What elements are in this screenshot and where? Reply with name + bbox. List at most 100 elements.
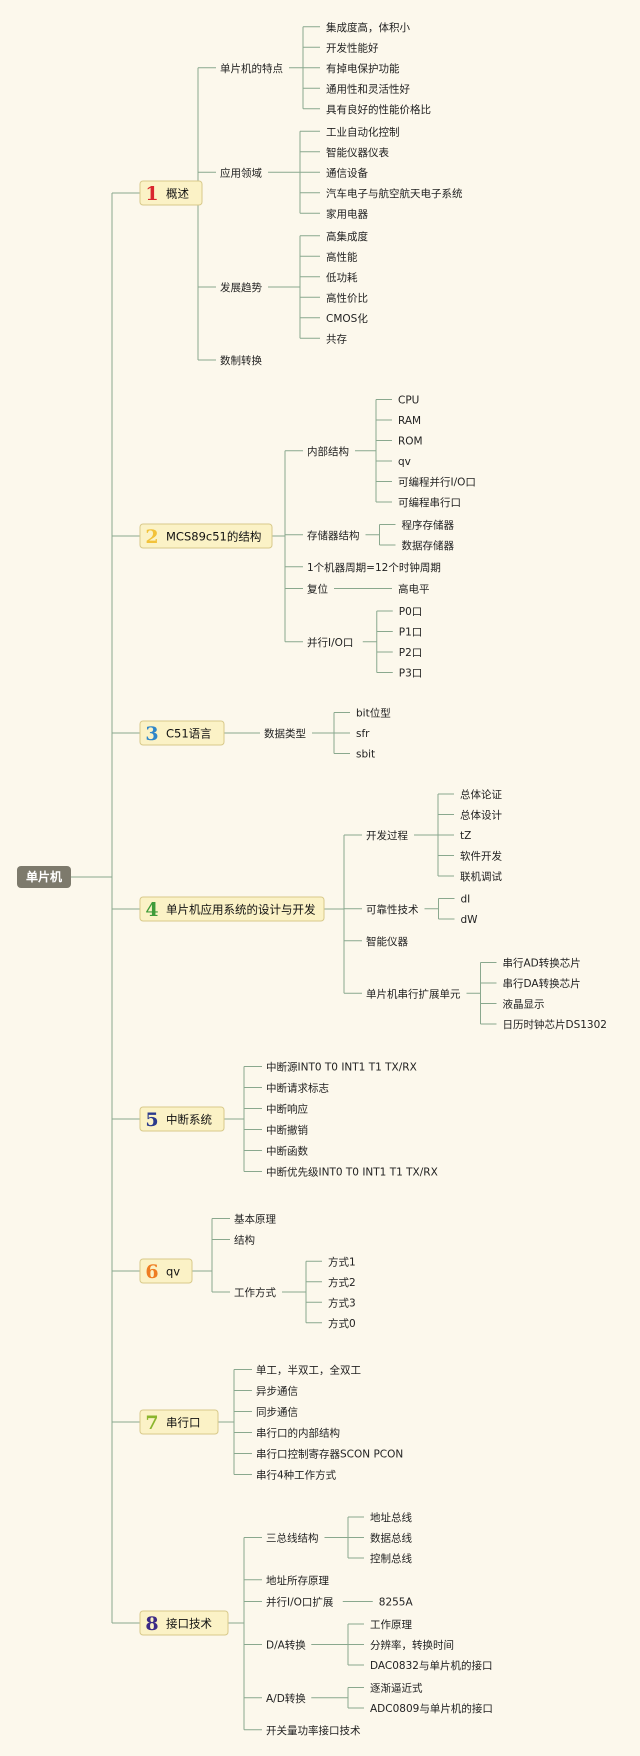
topic-node[interactable]: 发展趋势 xyxy=(220,281,262,294)
leaf-node[interactable]: 日历时钟芯片DS1302 xyxy=(503,1018,607,1031)
topic-node[interactable]: 中断源INT0 T0 INT1 T1 TX/RX xyxy=(266,1061,417,1074)
leaf-node[interactable]: qv xyxy=(398,456,411,468)
leaf-node[interactable]: 联机调试 xyxy=(460,870,502,883)
leaf-node[interactable]: 汽车电子与航空航天电子系统 xyxy=(326,187,463,200)
topic-node[interactable]: 并行I/O口 xyxy=(307,636,353,649)
topic-node[interactable]: 串行口的内部结构 xyxy=(256,1427,340,1440)
leaf-node[interactable]: 液晶显示 xyxy=(503,998,545,1011)
topic-node[interactable]: 结构 xyxy=(234,1234,255,1247)
leaf-node[interactable]: 高性价比 xyxy=(326,291,368,304)
leaf-node[interactable]: 可编程串行口 xyxy=(398,496,461,509)
leaf-node[interactable]: 低功耗 xyxy=(326,271,358,284)
leaf-node[interactable]: 集成度高，体积小 xyxy=(326,21,410,34)
leaf-node[interactable]: sfr xyxy=(356,728,370,740)
leaf-node[interactable]: 8255A xyxy=(379,1597,414,1609)
leaf-node[interactable]: 串行DA转换芯片 xyxy=(503,977,581,990)
topic-node[interactable]: 智能仪器 xyxy=(366,935,408,948)
leaf-node[interactable]: 软件开发 xyxy=(460,850,502,863)
topic-node[interactable]: 可靠性技术 xyxy=(366,903,419,916)
root-node[interactable]: 单片机 xyxy=(17,866,71,888)
topic-node[interactable]: 并行I/O口扩展 xyxy=(266,1596,334,1609)
leaf-node[interactable]: tZ xyxy=(460,830,471,842)
branch-node-7[interactable] xyxy=(139,1409,219,1435)
leaf-node[interactable]: dW xyxy=(461,914,479,926)
leaf-node[interactable]: 地址总线 xyxy=(370,1511,412,1524)
topic-node[interactable]: 应用领域 xyxy=(220,166,262,179)
topic-node[interactable]: 三总线结构 xyxy=(266,1532,319,1545)
leaf-node[interactable]: 高集成度 xyxy=(326,230,368,243)
topic-node[interactable]: 地址所存原理 xyxy=(266,1574,329,1587)
leaf-node[interactable]: 工业自动化控制 xyxy=(326,125,400,138)
topic-node[interactable]: 中断撤销 xyxy=(266,1124,308,1137)
leaf-node[interactable]: 通信设备 xyxy=(326,166,368,179)
branch-node-4[interactable] xyxy=(139,896,325,922)
leaf-node[interactable]: 开发性能好 xyxy=(326,41,379,54)
leaf-node[interactable]: P2口 xyxy=(399,647,423,659)
branch-node-3[interactable] xyxy=(139,720,225,746)
branch-node-5[interactable] xyxy=(139,1106,225,1132)
topic-node[interactable]: 数制转换 xyxy=(220,354,262,367)
leaf-node[interactable]: 工作原理 xyxy=(370,1619,412,1631)
topic-node[interactable]: 开发过程 xyxy=(366,829,408,842)
leaf-node[interactable]: 数据存储器 xyxy=(402,539,455,552)
leaf-node[interactable]: 高性能 xyxy=(326,250,358,263)
leaf-node[interactable]: 高电平 xyxy=(398,583,430,596)
leaf-node[interactable]: CMOS化 xyxy=(326,312,368,325)
topic-node[interactable]: 1个机器周期=12个时钟周期 xyxy=(307,561,441,574)
topic-node[interactable]: 复位 xyxy=(307,583,328,596)
branch-node-1[interactable] xyxy=(139,180,203,206)
leaf-node[interactable]: 方式2 xyxy=(328,1276,356,1289)
topic-node[interactable]: 数据类型 xyxy=(264,727,306,740)
leaf-node[interactable]: P0口 xyxy=(399,606,423,618)
leaf-node[interactable]: DAC0832与单片机的接口 xyxy=(370,1659,492,1672)
leaf-node[interactable]: 数据总线 xyxy=(370,1532,412,1545)
leaf-node[interactable]: 通用性和灵活性好 xyxy=(326,82,410,95)
leaf-node[interactable]: 可编程并行I/O口 xyxy=(398,476,476,489)
topic-node[interactable]: A/D转换 xyxy=(266,1692,306,1705)
topic-node[interactable]: 中断响应 xyxy=(266,1103,308,1116)
leaf-node[interactable]: 分辨率，转换时间 xyxy=(370,1639,454,1652)
leaf-node[interactable]: P3口 xyxy=(399,668,423,680)
topic-node[interactable]: 工作方式 xyxy=(234,1286,276,1299)
topic-node[interactable]: D/A转换 xyxy=(266,1639,306,1652)
topic-node[interactable]: 中断函数 xyxy=(266,1145,308,1158)
leaf-node[interactable]: 逐渐逼近式 xyxy=(370,1682,423,1695)
topic-node[interactable]: 串行4种工作方式 xyxy=(256,1469,337,1482)
branch-node-6[interactable] xyxy=(139,1258,193,1284)
topic-node[interactable]: 基本原理 xyxy=(234,1213,276,1226)
leaf-node[interactable]: CPU xyxy=(398,395,419,407)
topic-node[interactable]: 内部结构 xyxy=(307,445,349,458)
topic-node[interactable]: 单工，半双工，全双工 xyxy=(256,1364,361,1377)
topic-node[interactable]: 开关量功率接口技术 xyxy=(266,1724,361,1737)
leaf-node[interactable]: 总体论证 xyxy=(460,788,502,801)
topic-node[interactable]: 单片机串行扩展单元 xyxy=(366,987,461,1000)
leaf-node[interactable]: 智能仪器仪表 xyxy=(326,146,389,159)
topic-node[interactable]: 单片机的特点 xyxy=(220,62,283,75)
leaf-node[interactable]: 方式3 xyxy=(328,1296,356,1309)
topic-node[interactable]: 串行口控制寄存器SCON PCON xyxy=(256,1448,403,1461)
leaf-node[interactable]: 总体设计 xyxy=(460,809,502,822)
leaf-node[interactable]: ROM xyxy=(398,436,423,448)
topic-node[interactable]: 中断请求标志 xyxy=(266,1082,329,1095)
leaf-node[interactable]: ADC0809与单片机的接口 xyxy=(370,1702,493,1715)
leaf-node[interactable]: 控制总线 xyxy=(370,1552,412,1565)
leaf-node[interactable]: P1口 xyxy=(399,627,423,639)
leaf-node[interactable]: 共存 xyxy=(326,332,347,345)
leaf-node[interactable]: RAM xyxy=(398,415,421,427)
branch-node-8[interactable] xyxy=(139,1610,229,1636)
leaf-node[interactable]: bit位型 xyxy=(356,707,391,720)
topic-node[interactable]: 同步通信 xyxy=(256,1407,298,1419)
leaf-node[interactable]: sbit xyxy=(356,749,375,761)
leaf-node[interactable]: dI xyxy=(461,894,471,906)
topic-node[interactable]: 异步通信 xyxy=(256,1386,298,1398)
leaf-node[interactable]: 有掉电保护功能 xyxy=(326,62,400,75)
leaf-node[interactable]: 串行AD转换芯片 xyxy=(503,957,581,970)
topic-node[interactable]: 中断优先级INT0 T0 INT1 T1 TX/RX xyxy=(266,1166,438,1179)
topic-node[interactable]: 存储器结构 xyxy=(307,529,360,542)
leaf-node[interactable]: 程序存储器 xyxy=(402,519,455,532)
leaf-node[interactable]: 方式0 xyxy=(328,1317,356,1330)
leaf-node[interactable]: 具有良好的性能价格比 xyxy=(326,103,431,116)
branch-node-2[interactable] xyxy=(139,523,273,549)
leaf-node[interactable]: 方式1 xyxy=(328,1255,356,1268)
leaf-node[interactable]: 家用电器 xyxy=(326,207,368,220)
